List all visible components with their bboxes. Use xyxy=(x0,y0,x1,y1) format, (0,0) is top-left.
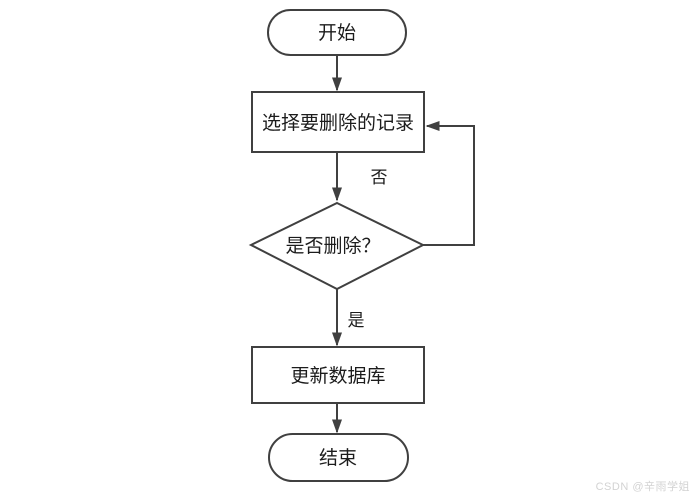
csdn-watermark: CSDN @辛雨学姐 xyxy=(595,481,690,493)
node-update-database xyxy=(251,346,425,404)
node-end xyxy=(268,433,409,482)
edge-label-yes: 是 xyxy=(348,311,365,330)
node-start xyxy=(267,9,407,56)
edge-decision-loopback-arrow xyxy=(423,121,475,246)
node-confirm-delete-label: 是否删除？ xyxy=(285,235,380,257)
node-select-record xyxy=(251,91,425,153)
node-update-database-label: 更新数据库 xyxy=(290,365,385,387)
node-select-record-label: 选择要删除的记录 xyxy=(262,112,414,134)
edge-label-no: 否 xyxy=(371,168,388,187)
node-confirm-delete xyxy=(248,201,426,291)
node-end-label: 结束 xyxy=(319,447,357,469)
node-start-label: 开始 xyxy=(318,22,356,44)
